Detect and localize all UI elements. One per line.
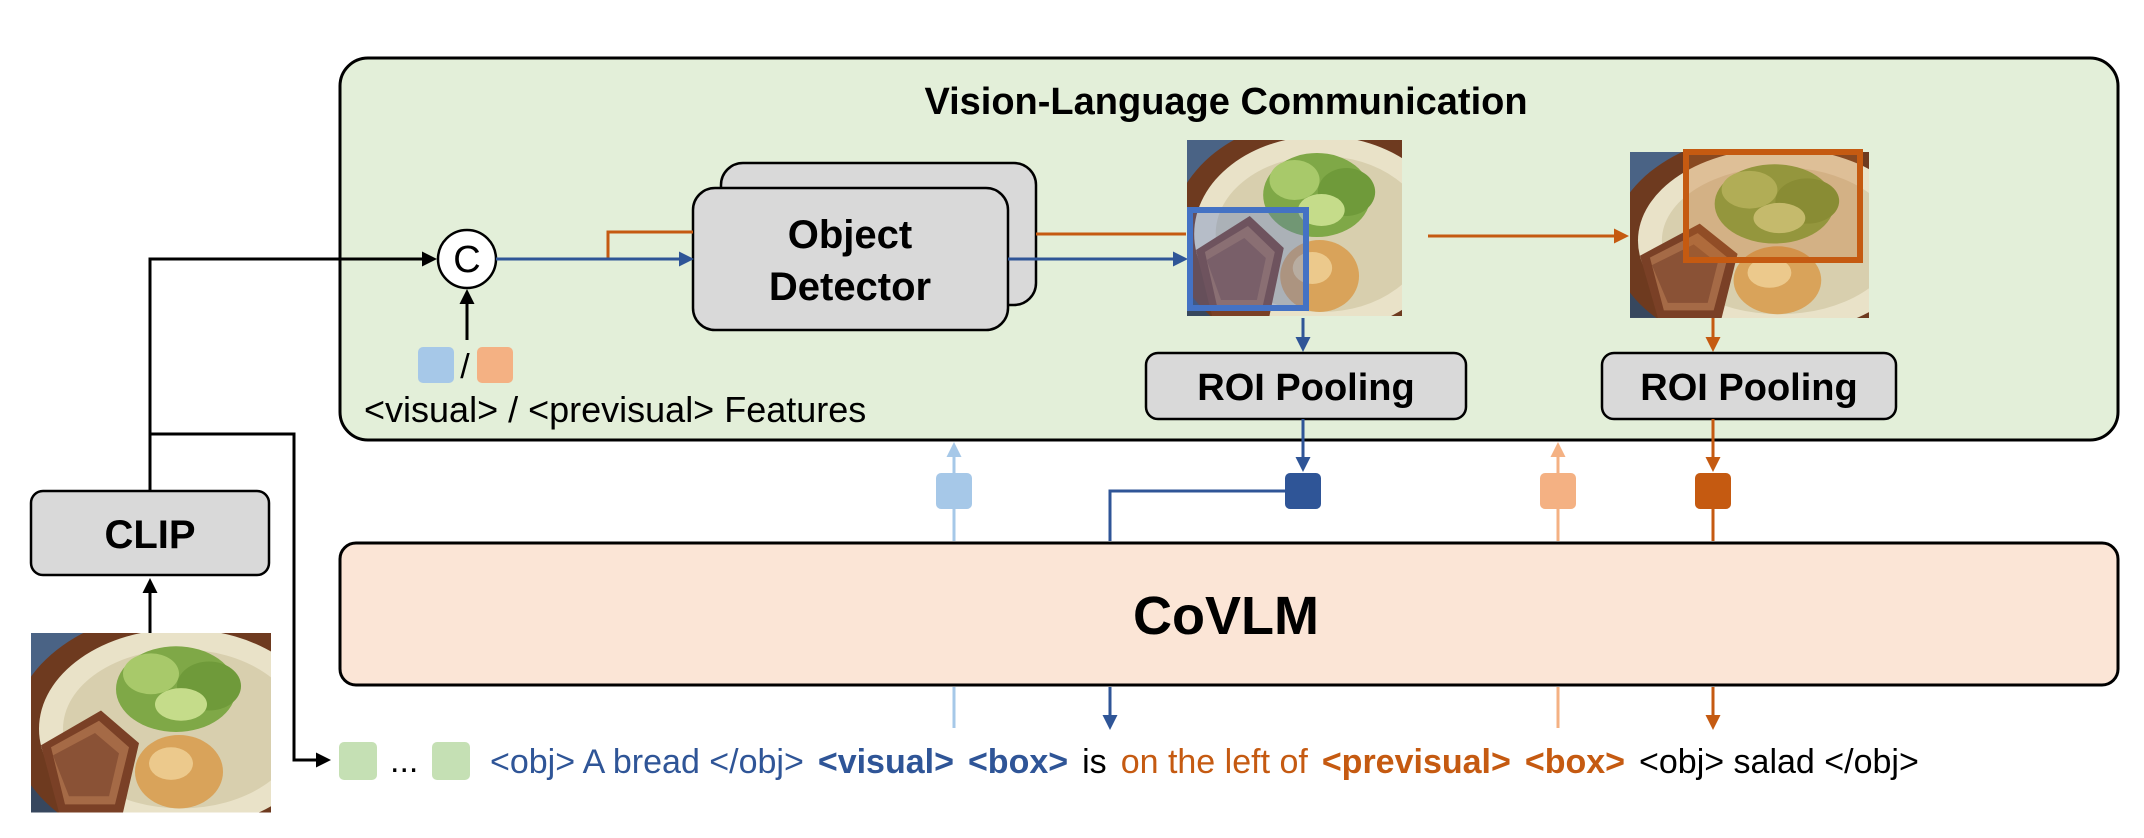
input-photo <box>31 633 271 813</box>
sequence-obj-bread: <obj> A bread </obj> <box>490 743 804 781</box>
features-label: <visual> / <previsual> Features <box>364 389 866 430</box>
sequence-ellipsis: ... <box>390 742 418 780</box>
object-detector-line1: Object <box>788 213 912 257</box>
covlm-box <box>338 541 2120 687</box>
object-detector-line2: Detector <box>769 265 931 309</box>
previsual-box-token <box>1695 473 1731 509</box>
covlm-label: CoVLM <box>1133 586 1319 646</box>
visual-feature-token <box>418 347 454 383</box>
roi-pooling-left-label: ROI Pooling <box>1197 367 1414 409</box>
bread-bounding-box <box>1187 207 1309 311</box>
sequence-is: is <box>1082 743 1107 781</box>
sequence-text: <obj> A bread </obj> <visual> <box> is on th… <box>490 743 1919 781</box>
sequence-box-token-2: <box> <box>1525 743 1625 781</box>
concat-symbol: C <box>453 239 480 281</box>
clip-label: CLIP <box>104 513 195 557</box>
sequence-visual-token: <visual> <box>818 743 954 781</box>
sequence-previsual-token: <previsual> <box>1322 743 1511 781</box>
features-slash: / <box>460 348 470 386</box>
roi-pooling-left-box <box>1144 351 1468 421</box>
visual-box-to-covlm-line <box>1108 489 1285 541</box>
sequence-relation: on the left of <box>1121 743 1309 781</box>
sequence-box-token-1: <box> <box>968 743 1068 781</box>
concat-to-detector-orange-path <box>606 230 693 258</box>
previsual-feature-token <box>477 347 513 383</box>
salad-bounding-box <box>1683 149 1863 263</box>
clip-to-sequence-arrow <box>150 432 331 768</box>
image-token-first <box>339 742 377 780</box>
panel-title: Vision-Language Communication <box>924 81 1527 123</box>
image-token-last <box>432 742 470 780</box>
roi-pooling-right-label: ROI Pooling <box>1640 367 1857 409</box>
sequence-obj-salad: <obj> salad </obj> <box>1639 743 1919 781</box>
clip-to-concat-arrow <box>148 251 437 491</box>
roi-pooling-right-box <box>1600 351 1898 421</box>
visual-box-token <box>1285 473 1321 509</box>
